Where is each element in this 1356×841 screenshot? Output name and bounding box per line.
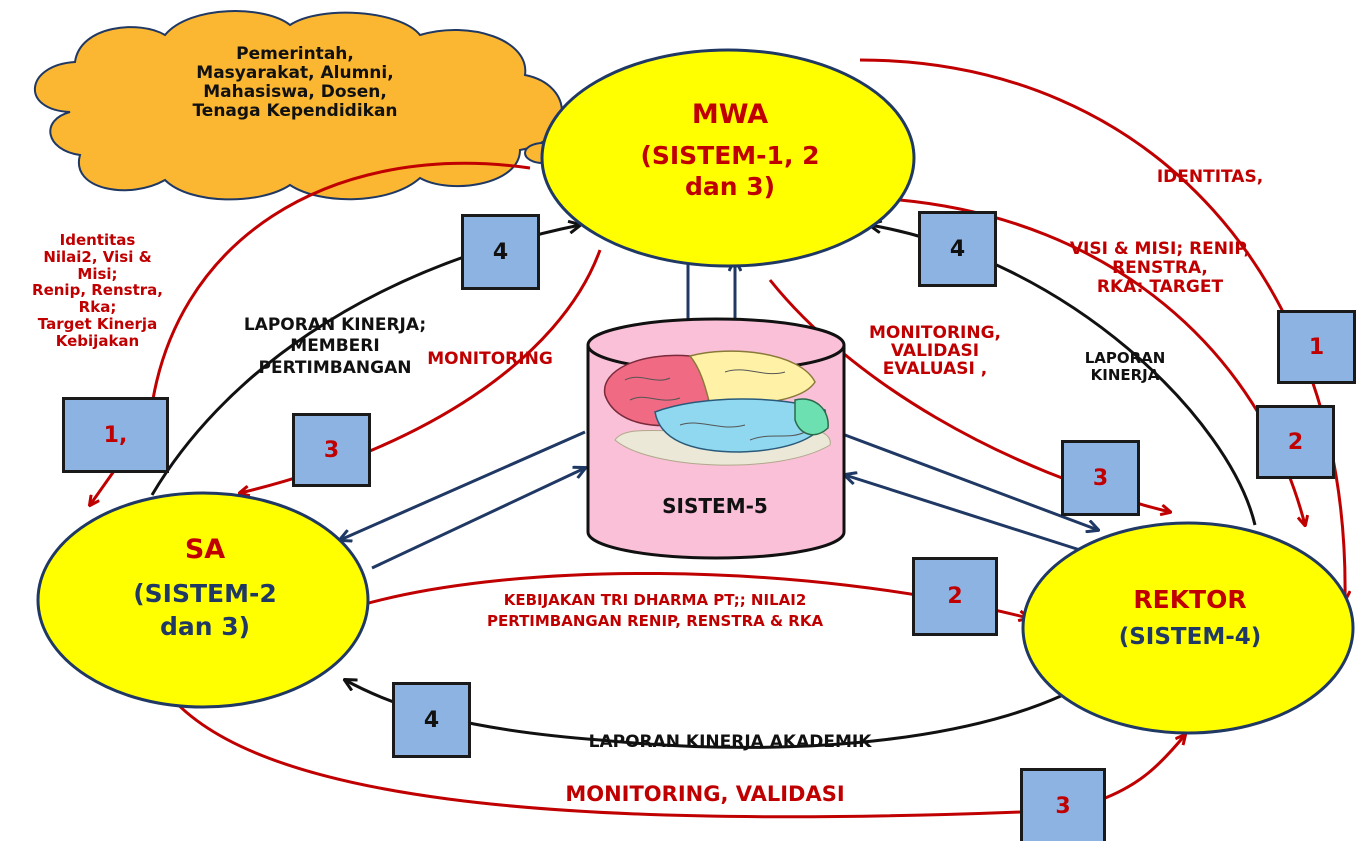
step-box-left-3: 3	[292, 413, 371, 487]
sa-subtitle: (SISTEM-2 dan 3)	[133, 579, 277, 641]
step-box-left-1: 1,	[62, 397, 169, 473]
rektor-node	[1021, 521, 1355, 735]
arrow-sa-monitoring-bottom	[163, 689, 1021, 819]
step-box-right-4: 4	[918, 211, 997, 287]
arrow-sa-to-sistem5	[371, 468, 585, 570]
identitas-left-label: Identitas Nilai2, Visi & Misi; Renip, Re…	[32, 231, 163, 350]
sa-title: SA	[184, 534, 226, 565]
arrow-mwa-to-left-box	[148, 161, 531, 421]
arrow-sistem5-to-rektor	[844, 433, 1098, 530]
arrow-rektor-to-sistem5	[845, 475, 1081, 552]
step-box-right-2: 2	[1256, 405, 1335, 479]
step-box-mid-2: 2	[912, 557, 998, 636]
laporan-kinerja-right-label: LAPORAN KINERJA	[1084, 350, 1166, 384]
arrow-sistem5-to-sa	[340, 430, 586, 540]
arrow-bottom-to-rektor	[1099, 735, 1185, 802]
visi-misi-right-label: VISI & MISI; RENIP, RENSTRA, RKA: TARGET	[1069, 239, 1251, 298]
monitoring-validasi-bottom-label: MONITORING, VALIDASI	[565, 782, 845, 806]
laporan-akademik-label: LAPORAN KINERJA AKADEMIK	[588, 732, 872, 752]
monitoring-left-label: MONITORING	[427, 349, 553, 369]
rektor-subtitle: (SISTEM-4)	[1118, 624, 1262, 650]
rektor-title: REKTOR	[1133, 585, 1247, 614]
mwa-title: MWA	[691, 99, 769, 130]
step-box-right-1: 1	[1277, 310, 1356, 384]
laporan-kinerja-memberi-label: LAPORAN KINERJA; MEMBERI PERTIMBANGAN	[243, 315, 427, 378]
step-box-bottom-3: 3	[1020, 768, 1106, 841]
sistem5-label: SISTEM-5	[662, 494, 768, 518]
step-box-left-4: 4	[461, 214, 540, 290]
mwa-node	[540, 48, 916, 268]
identitas-right-label: IDENTITAS,	[1156, 167, 1264, 187]
step-box-right-3: 3	[1061, 440, 1140, 516]
sa-node	[36, 491, 370, 709]
step-box-bottom-4: 4	[392, 682, 471, 758]
mwa-subtitle: (SISTEM-1, 2 dan 3)	[640, 141, 820, 202]
kebijakan-label: KEBIJAKAN TRI DHARMA PT;; NILAI2 PERTIMB…	[486, 591, 824, 630]
monitoring-validasi-evaluasi-label: MONITORING, VALIDASI EVALUASI ,	[868, 323, 1002, 379]
sistem5-cylinder	[586, 317, 846, 560]
brain-icon	[603, 350, 831, 466]
stakeholders-label: Pemerintah, Masyarakat, Alumni, Mahasisw…	[192, 44, 398, 122]
